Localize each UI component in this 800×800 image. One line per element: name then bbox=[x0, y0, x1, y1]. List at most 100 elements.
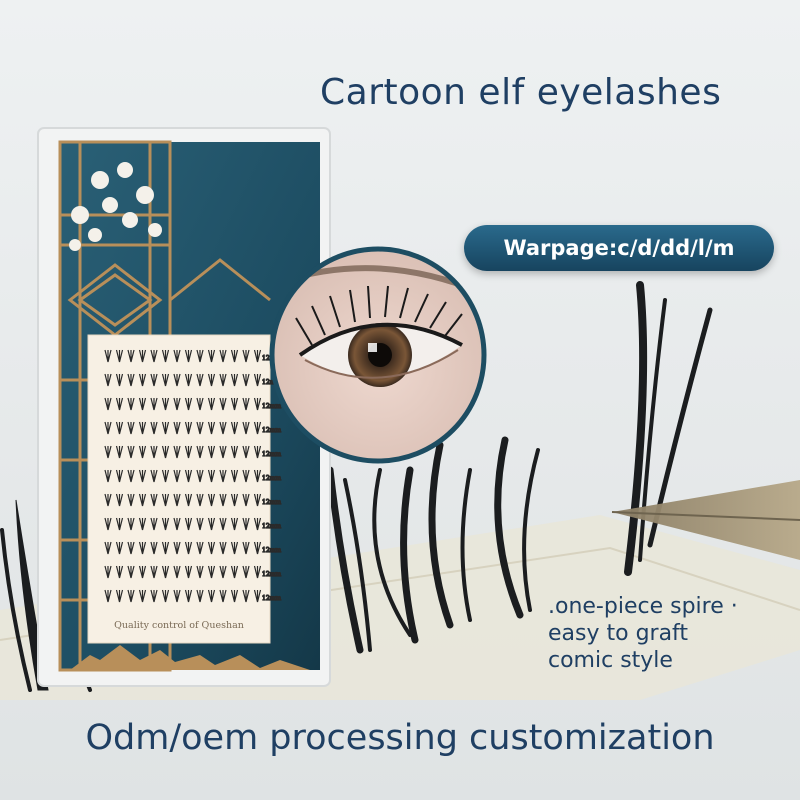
mini-lash bbox=[253, 445, 262, 459]
mini-lash bbox=[104, 565, 112, 579]
mini-lash bbox=[253, 541, 262, 555]
mini-lash bbox=[253, 469, 262, 483]
mini-lash bbox=[253, 397, 262, 411]
length-label: 12mm bbox=[262, 475, 281, 482]
mini-lash bbox=[173, 469, 181, 483]
mini-lash bbox=[230, 517, 239, 531]
mini-lash bbox=[230, 565, 239, 579]
page-title: Cartoon elf eyelashes bbox=[320, 72, 722, 113]
feature-item: .one-piece spire · bbox=[548, 594, 738, 619]
mini-lash bbox=[115, 421, 124, 435]
mini-lash bbox=[173, 517, 181, 531]
mini-lash bbox=[161, 349, 170, 363]
mini-lash bbox=[138, 469, 147, 483]
mini-lash bbox=[207, 421, 216, 435]
mini-lash bbox=[161, 469, 170, 483]
warpage-badge: Warpage:c/d/dd/l/m bbox=[464, 225, 774, 271]
mini-lash bbox=[115, 541, 124, 555]
mini-lash bbox=[196, 421, 204, 435]
mini-lash bbox=[196, 469, 204, 483]
mini-lash bbox=[138, 397, 147, 411]
mini-lash bbox=[219, 421, 227, 435]
mini-lash bbox=[242, 421, 250, 435]
mini-lash bbox=[173, 349, 181, 363]
mini-lash bbox=[184, 517, 193, 531]
mini-lash bbox=[230, 469, 239, 483]
mini-lash bbox=[173, 565, 181, 579]
mini-lash bbox=[253, 349, 262, 363]
mini-lash bbox=[253, 421, 262, 435]
mini-lash bbox=[219, 445, 227, 459]
mini-lash bbox=[161, 517, 170, 531]
length-label: 12mm bbox=[262, 451, 281, 458]
mini-lash bbox=[173, 493, 181, 507]
mini-lash bbox=[173, 589, 181, 603]
mini-lash bbox=[219, 565, 227, 579]
mini-lash bbox=[184, 469, 193, 483]
mini-lash bbox=[127, 469, 135, 483]
mini-lash bbox=[115, 397, 124, 411]
length-label: 12mm bbox=[262, 403, 281, 410]
mini-lash bbox=[207, 349, 216, 363]
mini-lash bbox=[184, 589, 193, 603]
mini-lash bbox=[104, 445, 112, 459]
mini-lash bbox=[161, 373, 170, 387]
mini-lash bbox=[242, 445, 250, 459]
mini-lash bbox=[138, 373, 147, 387]
lash-rows: 12mm12mm12mm12mm12mm12mm12mm12mm12mm12mm… bbox=[104, 349, 282, 603]
mini-lash bbox=[219, 517, 227, 531]
mini-lash bbox=[207, 397, 216, 411]
mini-lash bbox=[127, 541, 135, 555]
mini-lash bbox=[115, 445, 124, 459]
mini-lash bbox=[207, 445, 216, 459]
mini-lash bbox=[173, 421, 181, 435]
mini-lash bbox=[127, 517, 135, 531]
mini-lash bbox=[196, 373, 204, 387]
mini-lash bbox=[230, 349, 239, 363]
mini-lash bbox=[115, 469, 124, 483]
length-label: 12mm bbox=[262, 379, 281, 386]
mini-lash bbox=[184, 565, 193, 579]
mini-lash bbox=[207, 589, 216, 603]
mini-lash bbox=[242, 517, 250, 531]
mini-lash bbox=[104, 349, 112, 363]
mini-lash bbox=[196, 541, 204, 555]
mini-lash bbox=[104, 469, 112, 483]
mini-lash bbox=[138, 349, 147, 363]
mini-lash bbox=[219, 397, 227, 411]
mini-lash bbox=[219, 469, 227, 483]
length-label: 12mm bbox=[262, 427, 281, 434]
mini-lash bbox=[161, 589, 170, 603]
flower-decoration bbox=[69, 162, 162, 251]
product-card-caption: Quality control of Queshan bbox=[114, 620, 244, 631]
mini-lash bbox=[242, 565, 250, 579]
mini-lash bbox=[219, 493, 227, 507]
mini-lash bbox=[115, 493, 124, 507]
mini-lash bbox=[219, 541, 227, 555]
mini-lash bbox=[104, 493, 112, 507]
mini-lash bbox=[253, 517, 262, 531]
mini-lash bbox=[242, 493, 250, 507]
mini-lash bbox=[127, 445, 135, 459]
mini-lash bbox=[161, 445, 170, 459]
mini-lash bbox=[104, 541, 112, 555]
mini-lash bbox=[253, 565, 262, 579]
mini-lash bbox=[207, 541, 216, 555]
mini-lash bbox=[173, 541, 181, 555]
bottom-caption: Odm/oem processing customization bbox=[85, 718, 715, 758]
warpage-label: Warpage:c/d/dd/l/m bbox=[503, 236, 735, 260]
mini-lash bbox=[104, 421, 112, 435]
mini-lash bbox=[150, 421, 158, 435]
mini-lash bbox=[242, 469, 250, 483]
mini-lash bbox=[219, 373, 227, 387]
length-label: 12mm bbox=[262, 571, 281, 578]
mini-lash bbox=[127, 421, 135, 435]
lash-package: 12mm12mm12mm12mm12mm12mm12mm12mm12mm12mm… bbox=[37, 127, 331, 687]
mini-lash bbox=[230, 589, 239, 603]
mini-lash bbox=[161, 493, 170, 507]
mini-lash bbox=[184, 349, 193, 363]
mini-lash bbox=[115, 517, 124, 531]
mini-lash bbox=[104, 373, 112, 387]
mini-lash bbox=[184, 373, 193, 387]
